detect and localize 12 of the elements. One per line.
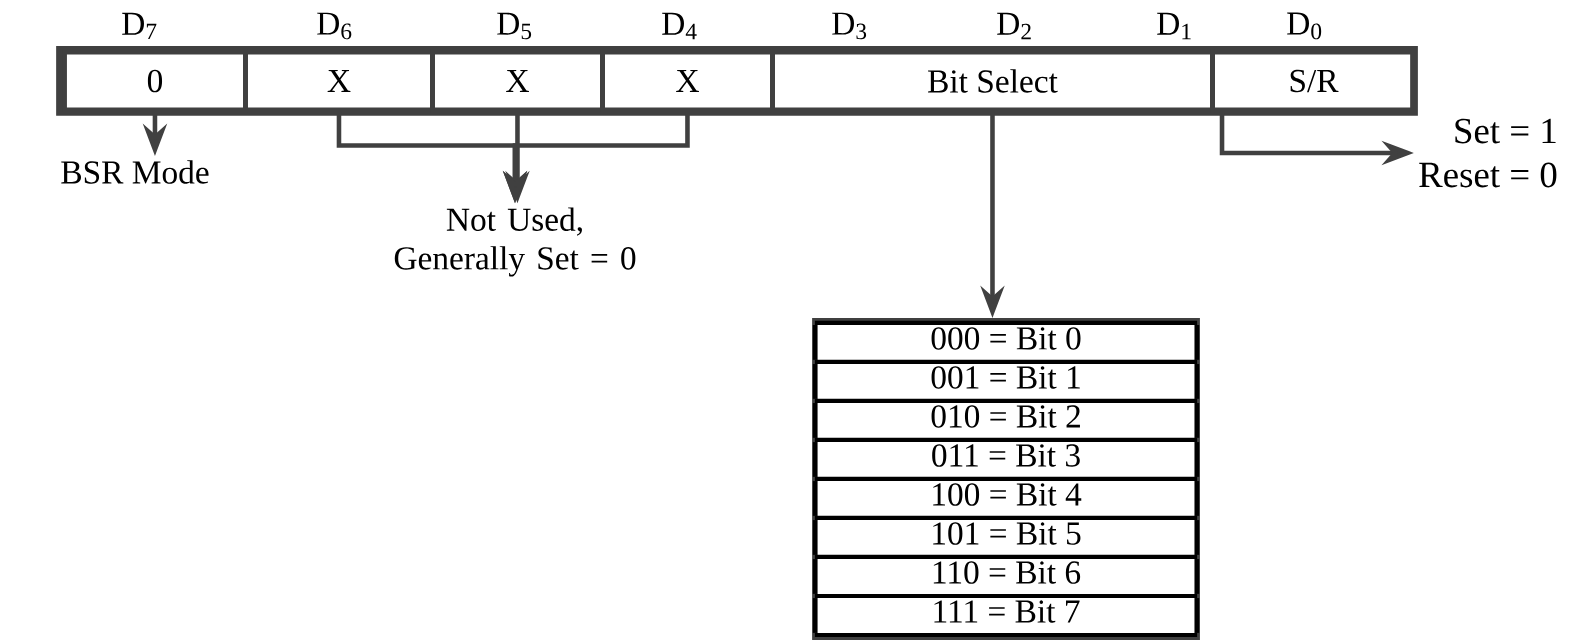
- bit-label: D$_{3}$: [832, 12, 867, 40]
- register-cell: Bit Select: [770, 49, 1215, 113]
- register-cell: 0: [62, 49, 248, 113]
- register-cell: X: [600, 49, 775, 113]
- mode-label: BSR Mode: [61, 160, 209, 184]
- bit-label: D$_{1}$: [1157, 12, 1191, 40]
- register-cell: S/R: [1210, 49, 1417, 113]
- register-cell: X: [430, 49, 605, 113]
- bit-select-table: 000 = Bit 0 001 = Bit 1 010 = Bit 2 011 = Bit 3 100 = Bit 4 101 = Bit 5 110 = Bit 6 111 = Bit 7: [812, 318, 1200, 640]
- register-cell: X: [243, 49, 435, 113]
- bit-value-note: Set = 1 Reset = 0: [1419, 118, 1557, 188]
- note-text: Not Used, Generally Set = 0: [394, 207, 636, 277]
